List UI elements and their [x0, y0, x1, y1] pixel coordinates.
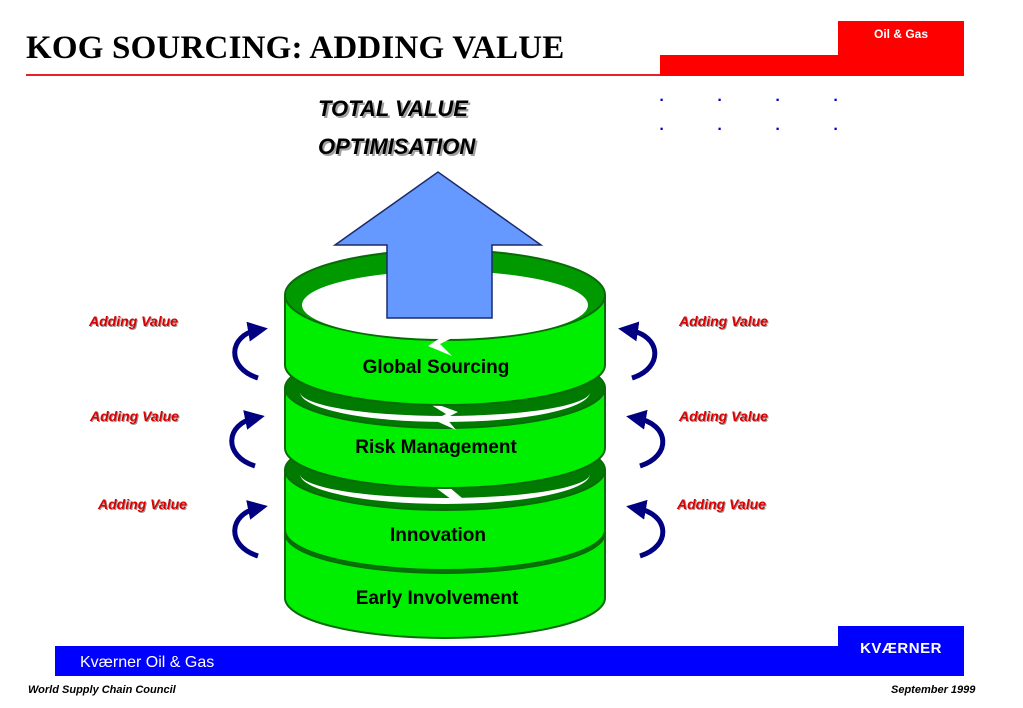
- footer-date: September 1999: [891, 684, 976, 696]
- company-name: Kværner Oil & Gas: [80, 654, 215, 671]
- ring-label-risk-management: Risk Management: [355, 437, 517, 458]
- ring-label-early-involvement: Early Involvement: [356, 588, 519, 609]
- curved-arrow-left: [232, 321, 268, 381]
- slide-title: KOG SOURCING: ADDING VALUE: [26, 30, 565, 66]
- curved-arrow-left: [229, 410, 265, 469]
- adding-value-label-right: Adding Value: [679, 313, 768, 329]
- footer-band: [55, 646, 964, 676]
- adding-value-label-right: Adding Value: [677, 496, 766, 512]
- total-value-up-arrow: [332, 171, 544, 319]
- curved-arrow-left: [232, 500, 268, 559]
- adding-value-label-left: Adding Value: [98, 496, 187, 512]
- decor-dot: ·: [659, 92, 665, 109]
- curved-arrow-right: [618, 321, 658, 381]
- header-red-bar: [660, 55, 964, 76]
- decor-dot: ·: [717, 92, 723, 109]
- curved-arrow-right: [626, 409, 666, 469]
- decor-dot: ·: [833, 121, 839, 138]
- decor-dot: ·: [775, 92, 781, 109]
- adding-value-label-left: Adding Value: [90, 408, 179, 424]
- title-underline: [26, 74, 666, 76]
- goal-title-line2: OPTIMISATION: [318, 134, 476, 159]
- brand-tab: Oil & Gas: [838, 21, 964, 55]
- ring-label-innovation: Innovation: [390, 525, 486, 546]
- adding-value-label-left: Adding Value: [89, 313, 178, 329]
- footer-left-text: World Supply Chain Council: [28, 684, 176, 696]
- adding-value-label-right: Adding Value: [679, 408, 768, 424]
- decor-dot: ·: [775, 121, 781, 138]
- kvaerner-logo: KVÆRNER: [838, 626, 964, 668]
- goal-title-line1: TOTAL VALUE: [318, 96, 468, 121]
- ring-label-global-sourcing: Global Sourcing: [363, 357, 510, 378]
- decor-dot: ·: [833, 92, 839, 109]
- curved-arrow-right: [626, 499, 666, 559]
- decor-dot: ·: [659, 121, 665, 138]
- decor-dot: ·: [717, 121, 723, 138]
